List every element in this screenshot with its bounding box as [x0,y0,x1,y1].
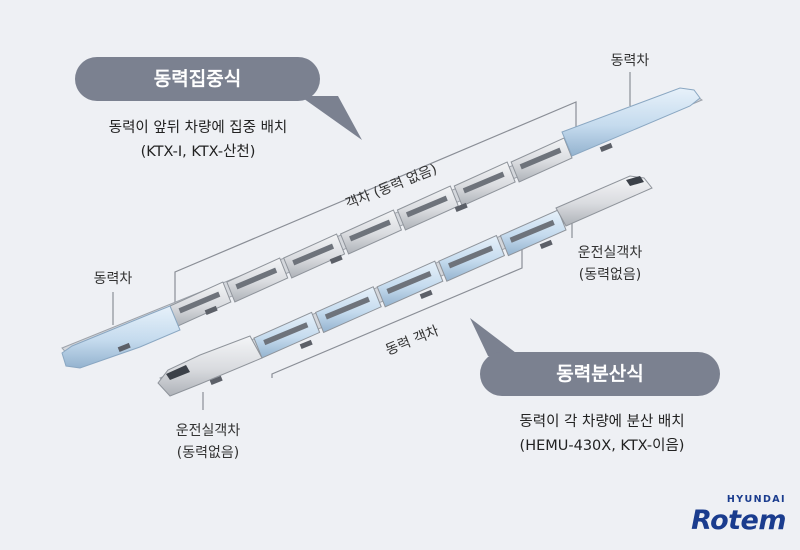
cab-car-right-label-line2: (동력없음) [578,267,642,283]
power-passenger-car-5-windows [509,219,555,243]
concentrated-train [61,87,704,369]
cab-car-left [157,335,263,397]
power-passenger-car-3-windows [386,271,432,294]
logo-brand-top: HYUNDAI [726,494,786,505]
distributed-examples: (HEMU-430X, KTX-이음) [519,438,685,454]
power-passenger-car-2-windows [324,296,370,320]
bubble-tail-concentrated [300,96,362,140]
passenger-car-4-windows [349,219,391,242]
power-passenger-car-4-windows [448,245,494,269]
passenger-car-6-windows [462,171,505,194]
concentrated-title-bubble: 동력집중식 [75,57,320,101]
cab-car-right-window [626,176,644,186]
distributed-title-bubble: 동력분산식 [480,352,720,396]
power-car-left [61,305,181,369]
power-car-right [561,87,701,157]
cab-car-right-label-line1: 운전실객차 [577,245,643,261]
concentrated-description: 동력이 앞뒤 차량에 집중 배치 [108,120,288,136]
power-car-top-label: 동력차 [610,53,650,69]
passenger-car-2-windows [235,267,278,290]
concentrated-title: 동력집중식 [153,68,242,90]
cab-car-left-label-line1: 운전실객차 [175,423,241,439]
passenger-car-3-windows [292,243,335,266]
power-passenger-car-1-windows [263,322,309,346]
concentrated-examples: (KTX-I, KTX-산천) [140,144,256,160]
distributed-title: 동력분산식 [556,363,644,385]
cab-car-left-window [166,365,190,380]
passenger-car-7-windows [519,147,562,170]
distributed-description: 동력이 각 차량에 분산 배치 [519,414,685,430]
distributed-train [157,175,653,397]
bracket-power-passenger-cars [271,246,523,378]
cab-car-left-label-line2: (동력없음) [176,445,240,461]
bubble-tail-distributed [470,318,520,356]
passenger-car-1-windows [178,291,221,314]
bracket-passenger-cars [174,101,577,305]
logo-brand-main: Rotem [691,505,786,536]
cab-car-right [555,175,653,227]
passenger-car-5-windows [405,195,448,218]
power-car-left-label: 동력차 [93,271,133,287]
